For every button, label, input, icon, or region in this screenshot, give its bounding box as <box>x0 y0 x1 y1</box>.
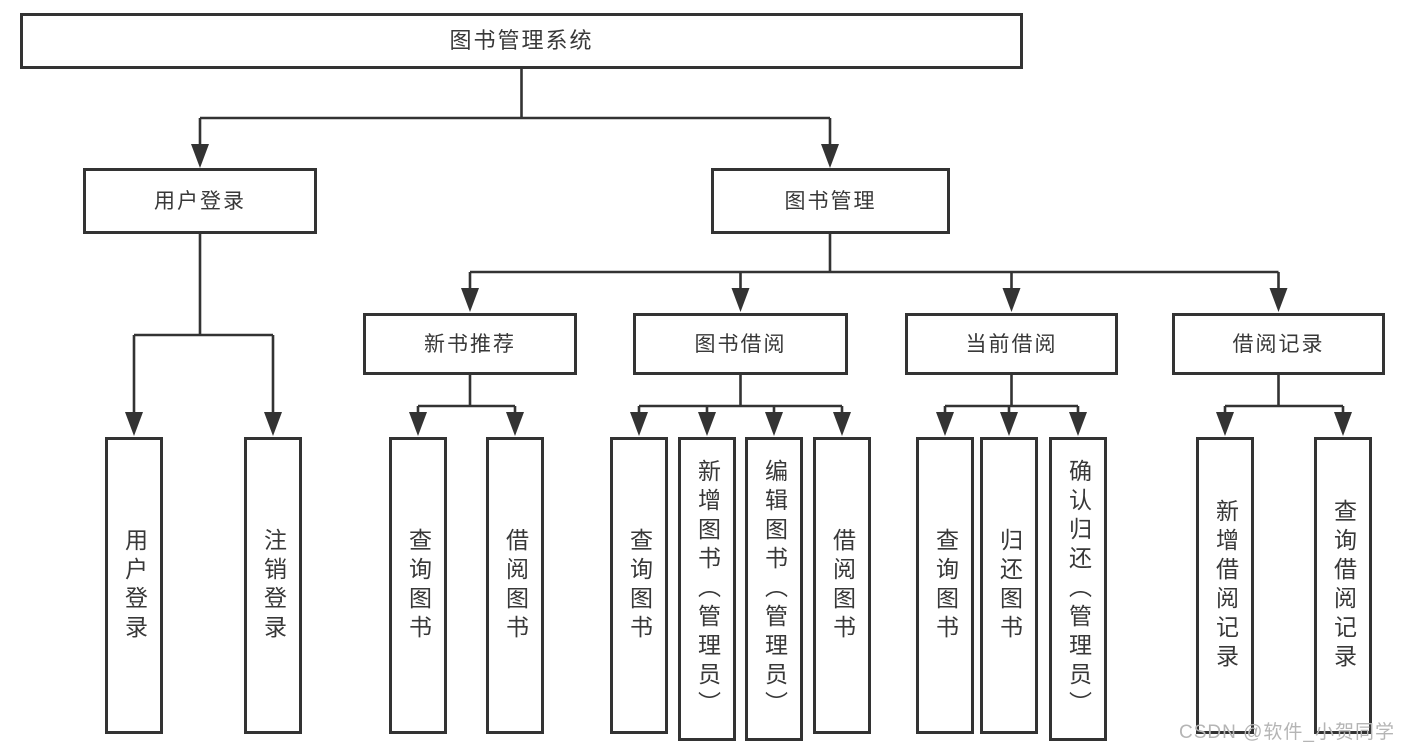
node-book-borrowing: 图书借阅 <box>633 313 848 375</box>
connector-paths <box>132 68 1345 418</box>
leaf-confirm-return-admin: 确认归还（管理员） <box>1049 437 1107 741</box>
node-user-login: 用户登录 <box>83 168 317 234</box>
leaf-query-books-2: 查询图书 <box>610 437 668 734</box>
node-current-borrowing: 当前借阅 <box>905 313 1118 375</box>
csdn-watermark: CSDN @软件_小贺同学 <box>1179 722 1395 743</box>
leaf-add-books-admin: 新增图书（管理员） <box>678 437 736 741</box>
leaf-add-borrow-record: 新增借阅记录 <box>1196 437 1254 734</box>
leaf-edit-books-admin: 编辑图书（管理员） <box>745 437 803 741</box>
leaf-query-borrow-record: 查询借阅记录 <box>1314 437 1372 734</box>
leaf-user-login: 用户登录 <box>105 437 163 734</box>
leaf-query-books: 查询图书 <box>389 437 447 734</box>
leaf-logout: 注销登录 <box>244 437 302 734</box>
node-new-book-recommendation: 新书推荐 <box>363 313 577 375</box>
leaf-return-books: 归还图书 <box>980 437 1038 734</box>
leaf-borrow-books: 借阅图书 <box>486 437 544 734</box>
leaf-query-books-3: 查询图书 <box>916 437 974 734</box>
node-borrowing-records: 借阅记录 <box>1172 313 1385 375</box>
leaf-borrow-books-2: 借阅图书 <box>813 437 871 734</box>
node-library-management-system: 图书管理系统 <box>20 13 1023 69</box>
node-book-management: 图书管理 <box>711 168 950 234</box>
